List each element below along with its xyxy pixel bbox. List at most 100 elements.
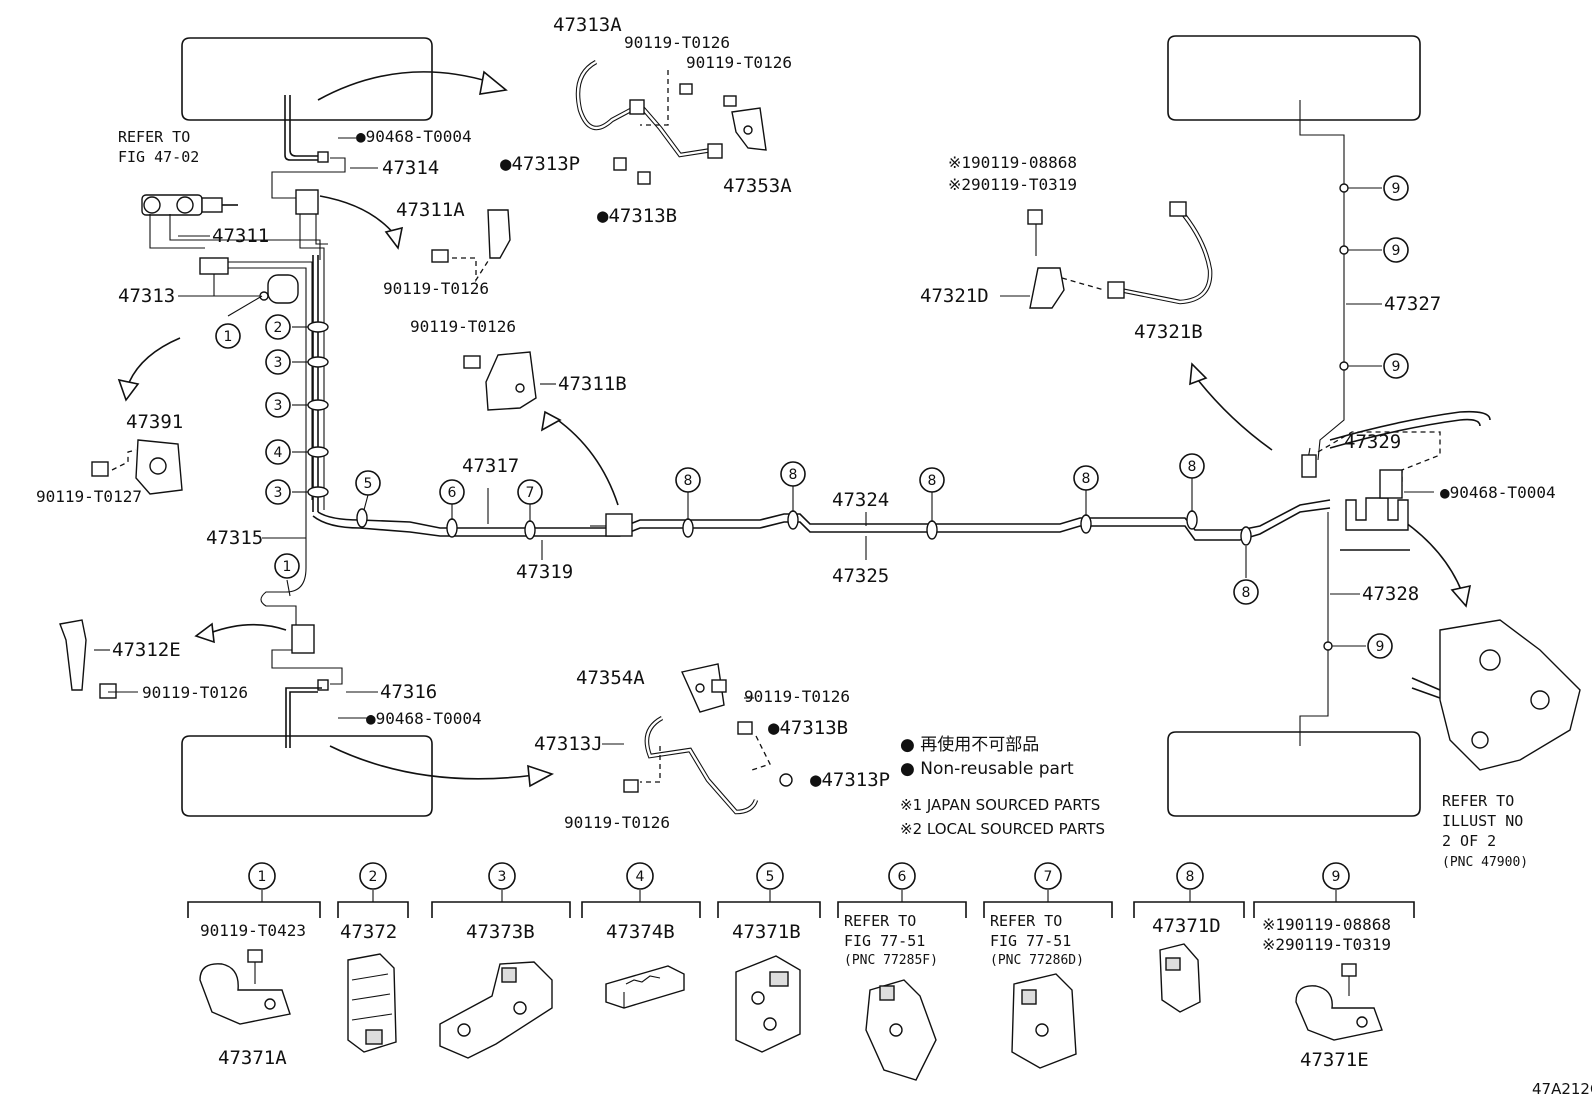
svg-text:1: 1	[224, 329, 233, 345]
clamp-circle-1b: 1	[274, 553, 300, 579]
legend-note1: ※1 JAPAN SOURCED PARTS	[900, 796, 1100, 814]
label-47329: 47329	[1344, 431, 1401, 453]
svg-text:3: 3	[498, 869, 507, 885]
label-90119-T0126-d: 90119-T0126	[410, 317, 516, 336]
svg-text:8: 8	[789, 467, 798, 483]
figure-code: 47A212C	[1532, 1080, 1592, 1098]
front-body-outline-bottom	[181, 735, 433, 817]
bottom-4-top: 47374B	[606, 921, 675, 943]
bottom-7-ref1: REFER TO	[990, 912, 1062, 930]
svg-text:8: 8	[928, 473, 937, 489]
label-47354A: 47354A	[576, 667, 645, 689]
label-47321B: 47321B	[1134, 321, 1203, 343]
svg-text:8: 8	[1082, 471, 1091, 487]
clamp-circle-2: 2	[265, 314, 291, 340]
clamp-circle-3b: 3	[265, 392, 291, 418]
clamp-sketch-47371E	[1295, 963, 1383, 1041]
clamp-circle-6: 6	[439, 479, 465, 505]
clamp-circle-5: 5	[355, 470, 381, 496]
svg-text:6: 6	[898, 869, 907, 885]
clamp-sketch-47371D	[1159, 943, 1201, 1013]
svg-text:8: 8	[1186, 869, 1195, 885]
label-47313A: 47313A	[553, 14, 622, 36]
label-47353A: 47353A	[723, 175, 792, 197]
arrow-to-47321B	[1189, 362, 1273, 451]
label-90119-T0126-a: 90119-T0126	[624, 33, 730, 52]
label-47391: 47391	[126, 411, 183, 433]
clamp-circle-1a: 1	[215, 323, 241, 349]
svg-text:1: 1	[283, 559, 292, 575]
label-47314: 47314	[382, 157, 439, 179]
clamp-circle-3c: 3	[265, 479, 291, 505]
bottom-1-bottom: 47371A	[218, 1047, 287, 1069]
clamp-circle-8c: 8	[919, 467, 945, 493]
clamp-sketch-77286D	[1011, 973, 1077, 1069]
bracket-47312E	[59, 619, 117, 699]
legend-en-line: ● Non-reusable part	[900, 759, 1074, 779]
hose-47313J	[623, 663, 793, 815]
bottom-7-ref2: FIG 77-51	[990, 932, 1071, 950]
svg-text:5: 5	[766, 869, 775, 885]
bolt-icons-top	[613, 70, 767, 185]
bottom-9-bottom: 47371E	[1300, 1049, 1369, 1071]
label-47313P-top: ●47313P	[500, 153, 580, 175]
clamp-circle-8d: 8	[1073, 465, 1099, 491]
label-note-90119-T0319: ※290119-T0319	[948, 175, 1077, 194]
label-47311: 47311	[212, 225, 269, 247]
svg-text:8: 8	[1242, 585, 1251, 601]
leader-lines	[94, 137, 1434, 745]
label-47311A: 47311A	[396, 199, 465, 221]
label-47313B-top: ●47313B	[597, 205, 677, 227]
clamp-circle-7: 7	[517, 479, 543, 505]
bottom-5-top: 47371B	[732, 921, 801, 943]
bottom-6-ref3: (PNC 77285F)	[844, 953, 938, 968]
caliper-sketch	[1411, 619, 1581, 771]
svg-text:3: 3	[274, 355, 283, 371]
clamp-sketch-47374B	[605, 965, 685, 1009]
bottom-1-top: 90119-T0423	[200, 921, 306, 940]
clamp-circle-4: 4	[265, 439, 291, 465]
svg-text:8: 8	[1188, 459, 1197, 475]
front-body-outline	[181, 37, 433, 121]
label-47311B: 47311B	[558, 373, 627, 395]
arrow-to-47311A	[319, 195, 404, 250]
svg-text:3: 3	[274, 485, 283, 501]
bottom-7-ref3: (PNC 77286D)	[990, 953, 1084, 968]
svg-text:3: 3	[274, 398, 283, 414]
clamp-circle-9d: 9	[1367, 633, 1393, 659]
hose-47313A	[575, 60, 723, 159]
clamp-circle-8b: 8	[780, 461, 806, 487]
legend-note2: ※2 LOCAL SOURCED PARTS	[900, 820, 1105, 838]
bottom-circle-1: 1	[248, 862, 276, 890]
bottom-6-ref1: REFER TO	[844, 912, 916, 930]
bottom-circle-9: 9	[1322, 862, 1350, 890]
rear-body-outline-top	[1167, 35, 1421, 121]
label-47321D: 47321D	[920, 285, 989, 307]
svg-text:8: 8	[684, 473, 693, 489]
label-90468-T0004-b: ●90468-T0004	[366, 709, 482, 728]
svg-text:5: 5	[364, 476, 373, 492]
label-90119-T0126-e: 90119-T0126	[142, 683, 248, 702]
svg-text:2: 2	[274, 320, 283, 336]
clamp-circle-8e: 8	[1179, 453, 1205, 479]
clamp-circle-3a: 3	[265, 349, 291, 375]
label-90468-T0004-a: ●90468-T0004	[356, 127, 472, 146]
clamp-sketch-47373B	[439, 961, 553, 1059]
bottom-circle-3: 3	[488, 862, 516, 890]
rear-right-pipes	[1299, 100, 1491, 746]
front-pipes	[141, 95, 346, 748]
arrow-top-right	[317, 70, 508, 101]
label-note-90119-08868: ※190119-08868	[948, 153, 1077, 172]
refer-fig-47-02-line1: REFER TO	[118, 128, 190, 146]
refer-illust-line4: (PNC 47900)	[1442, 855, 1528, 870]
valve-47391	[91, 439, 183, 495]
label-47325: 47325	[832, 565, 889, 587]
arrow-bottom-right	[329, 745, 554, 788]
clamp-sketch-47371B	[735, 955, 801, 1053]
bottom-2-top: 47372	[340, 921, 397, 943]
label-47316: 47316	[380, 681, 437, 703]
svg-text:9: 9	[1332, 869, 1341, 885]
clamp-circle-9b: 9	[1383, 237, 1409, 263]
